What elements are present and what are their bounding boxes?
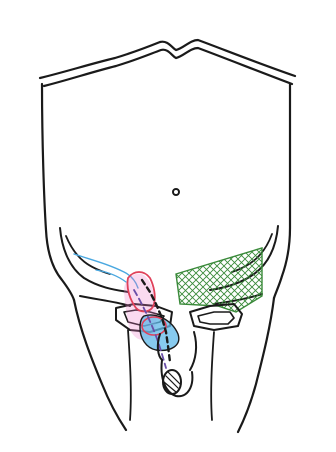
chest-outline [40,40,295,86]
testis-oval-icon [163,370,181,394]
mesh-crosshatch-patch-icon [176,248,262,312]
thigh-outline [74,298,274,432]
umbilicus-dot-icon [173,189,179,195]
